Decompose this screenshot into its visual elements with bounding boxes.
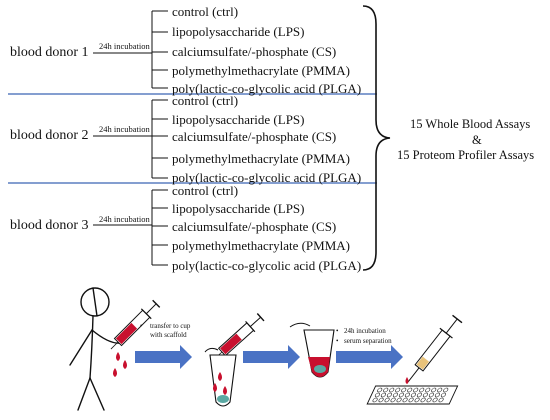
cup-with-scaffold-icon (204, 347, 237, 407)
donor-3-incubation-label: 24h incubation (99, 214, 150, 224)
donor-2-label: blood donor 2 (10, 128, 89, 143)
incubated-cup-icon (289, 322, 335, 378)
donor-1-condition-3: calciumsulfate/-phosphate (CS) (172, 44, 337, 59)
workflow-step-2b-label: serum separation (344, 337, 392, 345)
donor-3-condition-3: calciumsulfate/-phosphate (CS) (172, 219, 337, 234)
donor-2-incubation-label: 24h incubation (99, 124, 150, 134)
curly-brace (362, 5, 391, 271)
workflow-arrow-1 (135, 345, 192, 369)
assay-summary-line-1: 15 Whole Blood Assays (410, 117, 531, 131)
donor-2-condition-1: control (ctrl) (172, 93, 239, 108)
donor-2-condition-4: polymethylmethacrylate (PMMA) (172, 151, 350, 166)
syringe-icon-2 (214, 313, 265, 359)
donor-1-label: blood donor 1 (10, 45, 89, 60)
donor-3-condition-5: poly(lactic-co-glycolic acid (PLGA) (172, 258, 362, 273)
workflow-step-2a-label: 24h incubation (344, 327, 386, 335)
donor-3-condition-4: polymethylmethacrylate (PMMA) (172, 238, 350, 253)
workflow-arrow-2 (243, 345, 300, 369)
donor-2-condition-3: calciumsulfate/-phosphate (CS) (172, 129, 337, 144)
blood-drops-icon (113, 352, 127, 377)
stick-figure-icon (69, 287, 123, 411)
pipette-drop-icon (405, 377, 409, 384)
donor-3-branch-lines (93, 189, 168, 266)
donor-1-branch-lines (93, 10, 168, 89)
syringe-icon-1 (110, 299, 161, 350)
workflow-step-2b-bullet: • (336, 337, 339, 345)
donor-1-incubation-label: 24h incubation (99, 41, 150, 51)
well-plate-icon (366, 385, 459, 405)
workflow-step-2a-bullet: • (336, 327, 339, 335)
workflow-step-1-label: transfer to cup with scaffold (150, 322, 191, 339)
donor-2-branch-lines (93, 99, 168, 179)
donor-1-condition-2: lipopolysaccharide (LPS) (172, 24, 305, 39)
workflow-arrow-3 (336, 345, 403, 369)
assay-summary-line-2: 15 Proteom Profiler Assays (397, 148, 535, 162)
donor-2-condition-5: poly(lactic-co-glycolic acid (PLGA) (172, 170, 362, 185)
donor-2-condition-2: lipopolysaccharide (LPS) (172, 112, 305, 127)
donor-3-condition-2: lipopolysaccharide (LPS) (172, 201, 305, 216)
donor-1-condition-5: poly(lactic-co-glycolic acid (PLGA) (172, 81, 362, 96)
workflow-step-1-bullet: • (140, 322, 143, 330)
donor-1-condition-4: polymethylmethacrylate (PMMA) (172, 63, 350, 78)
donor-3-label: blood donor 3 (10, 218, 89, 233)
assay-summary-ampersand: & (472, 133, 482, 147)
donor-3-condition-1: control (ctrl) (172, 183, 239, 198)
donor-1-condition-1: control (ctrl) (172, 4, 239, 19)
pipette-icon (407, 314, 463, 383)
